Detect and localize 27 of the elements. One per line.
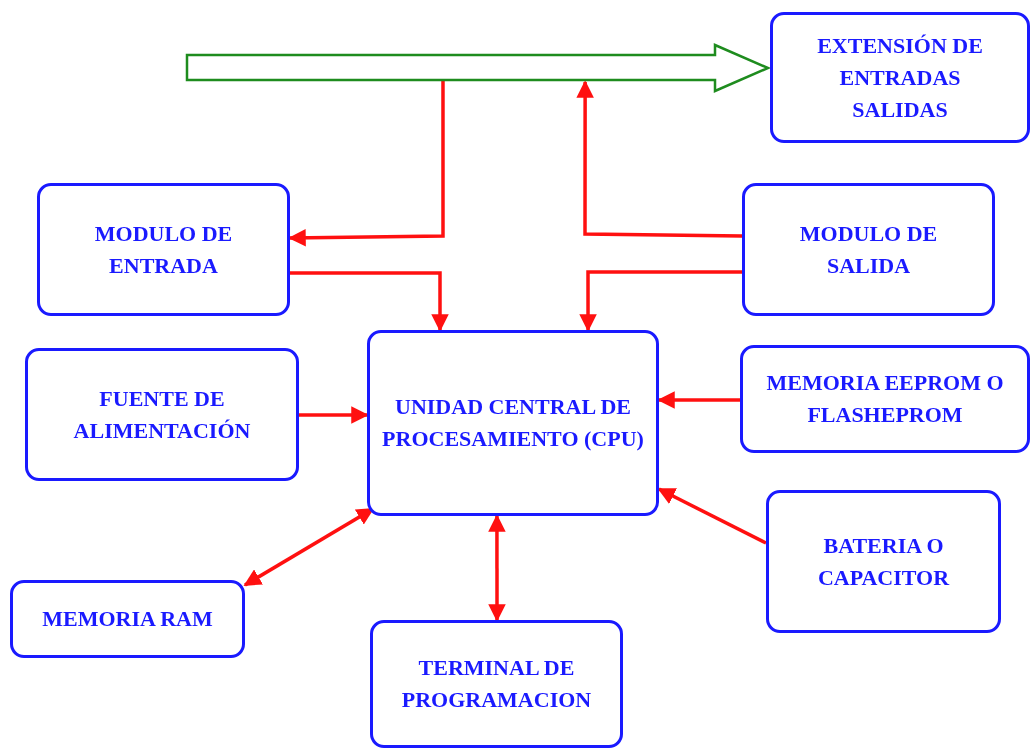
arrow (576, 80, 743, 238)
arrow (579, 270, 742, 332)
box-label: UNIDAD CENTRAL DE PROCESAMIENTO (CPU) (381, 393, 645, 453)
bus-arrow (185, 42, 770, 94)
arrow (657, 487, 767, 545)
arrow (288, 80, 445, 247)
process-box (25, 348, 299, 481)
process-box (740, 345, 1030, 453)
process-box (742, 183, 995, 316)
box-label: EXTENSIÓN DE ENTRADAS SALIDAS (816, 31, 984, 124)
process-box (10, 580, 245, 658)
arrow (299, 406, 369, 424)
arrow (290, 271, 449, 332)
box-label: MEMORIA EEPROM O FLASHEPROM (765, 369, 1005, 429)
process-box (367, 330, 659, 516)
process-box (766, 490, 1001, 633)
arrow (657, 391, 740, 409)
box-label: MEMORIA RAM (41, 605, 214, 633)
box-label: FUENTE DE ALIMENTACIÓN (72, 384, 252, 445)
process-box (37, 183, 290, 316)
box-label: BATERIA O CAPACITOR (816, 531, 951, 592)
process-box (770, 12, 1030, 143)
box-label: MODULO DE SALIDA (798, 219, 939, 280)
box-label: MODULO DE ENTRADA (93, 219, 234, 280)
arrow (488, 514, 506, 622)
process-box (370, 620, 623, 748)
box-label: TERMINAL DE PROGRAMACION (400, 654, 593, 714)
